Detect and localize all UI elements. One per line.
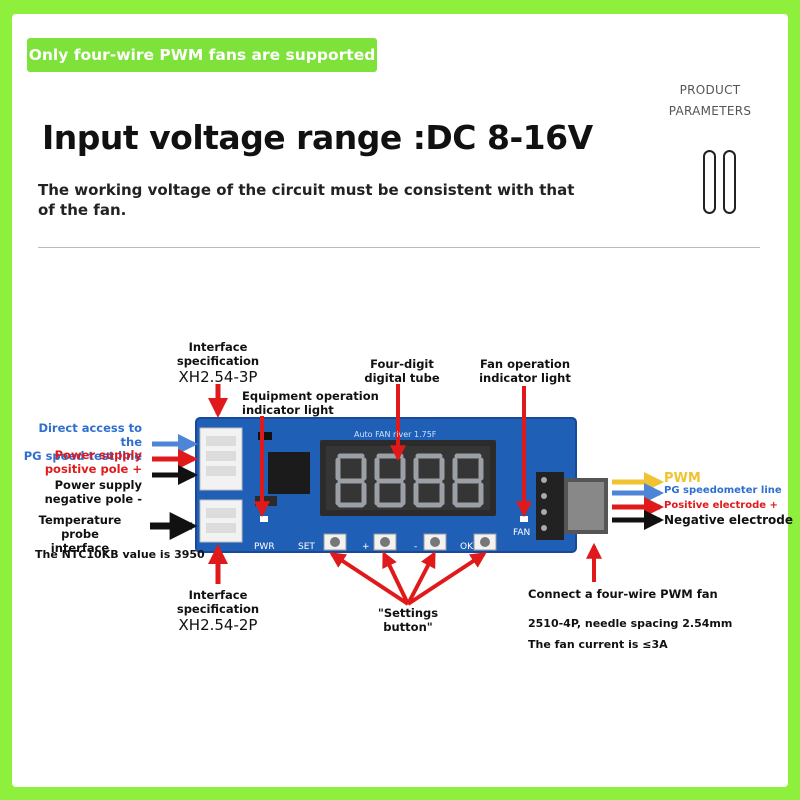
params-line1: PRODUCT: [679, 83, 741, 97]
pwr-label: PWR: [254, 542, 275, 552]
plus-label: +: [362, 542, 370, 552]
minus-label: -: [414, 542, 417, 552]
fan-support-tag: Only four-wire PWM fans are supported: [27, 38, 377, 72]
connector-2p: [199, 499, 243, 543]
voltage-title: Input voltage range :DC 8-16V: [42, 118, 593, 157]
power-positive-label: Power supply positive pole +: [44, 448, 142, 476]
power-negative-label: Power supply negative pole -: [44, 478, 142, 506]
pg-speedometer-label: PG speedometer line: [664, 485, 782, 496]
equip-light-label: Equipment operation indicator light: [242, 389, 379, 417]
ntc-label: The NTC10KB value is 3950: [35, 548, 205, 561]
fan-current-label: The fan current is ≤3A: [528, 638, 668, 651]
positive-electrode-label: Positive electrode +: [664, 500, 778, 511]
voltage-subtitle: The working voltage of the circuit must …: [38, 181, 575, 219]
negative-electrode-label: Negative electrode: [664, 513, 793, 527]
pwm-label: PWM: [664, 471, 701, 486]
product-parameters-label: PRODUCT PARAMETERS: [660, 80, 760, 122]
divider: [38, 247, 760, 248]
digit-tube-label: Four-digit digital tube: [364, 357, 440, 385]
iface3-label: Interface specification XH2.54-3P: [176, 340, 260, 386]
temp-probe-label: Temperature probe interface: [38, 513, 122, 555]
set-label: SET: [298, 542, 315, 552]
fan-label: FAN: [513, 528, 530, 538]
connect-fan-label: Connect a four-wire PWM fan: [528, 587, 718, 601]
ok-label: OK: [460, 542, 474, 552]
iface2-label: Interface specification XH2.54-2P: [176, 588, 260, 634]
pcb-text: Auto FAN river 1.75F: [354, 430, 437, 439]
mcu-chip: [268, 452, 310, 494]
fan-light-label: Fan operation indicator light: [479, 357, 571, 385]
needle-spacing-label: 2510-4P, needle spacing 2.54mm: [528, 617, 733, 630]
params-line2: PARAMETERS: [668, 104, 752, 118]
fan-header: [536, 472, 564, 540]
settings-button-label: "Settings button": [377, 606, 439, 634]
pg-line-label: Direct access to the PG speed test line: [23, 421, 142, 463]
